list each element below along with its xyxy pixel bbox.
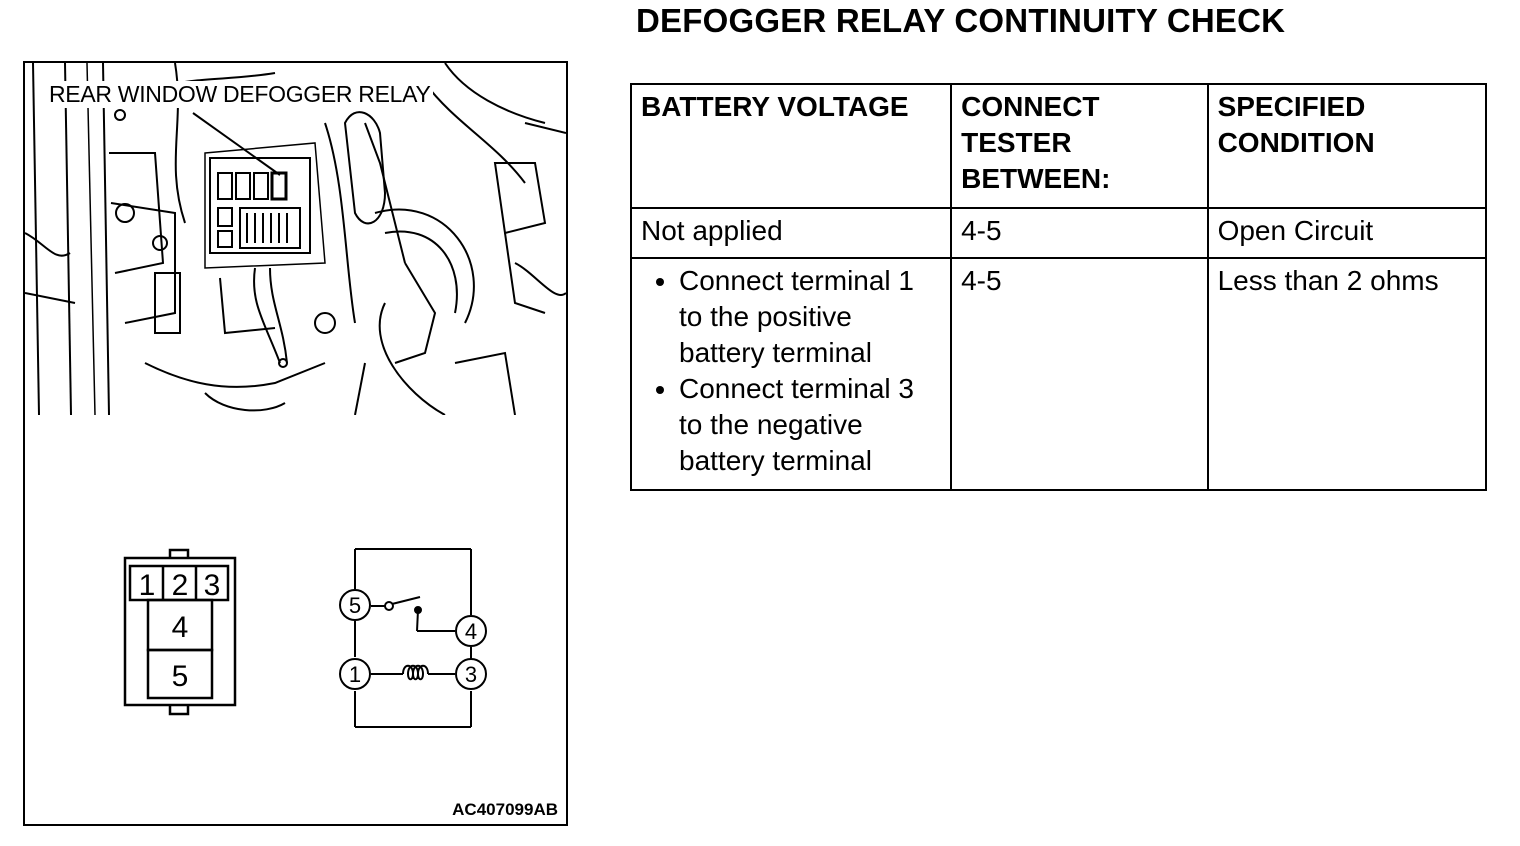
list-item: Connect terminal 1 to the positive batte… [679, 263, 942, 371]
header-battery-voltage: BATTERY VOLTAGE [629, 83, 953, 209]
page-title: DEFOGGER RELAY CONTINUITY CHECK [636, 2, 1286, 39]
cell-condition: Less than 2 ohms [1206, 257, 1488, 491]
connector-terminal-2: 2 [172, 569, 189, 602]
table-header-row: BATTERY VOLTAGE CONNECT TESTER BETWEEN: … [629, 83, 1488, 209]
relay-circuit-diagram: 5 4 1 3 [339, 548, 487, 728]
battery-steps-list: Connect terminal 1 to the positive batte… [641, 263, 942, 479]
relay-callout-label: REAR WINDOW DEFOGGER RELAY [47, 81, 433, 108]
connector-terminal-4: 4 [172, 611, 189, 644]
connector-terminal-5: 5 [172, 660, 189, 693]
circuit-terminal-1: 1 [349, 662, 361, 687]
connector-terminal-1: 1 [139, 569, 156, 602]
header-connect-tester: CONNECT TESTER BETWEEN: [950, 83, 1209, 209]
figure-code: AC407099AB [452, 800, 558, 819]
relay-figure: REAR WINDOW DEFOGGER RELAY 1 2 3 4 5 [23, 61, 568, 826]
connector-terminal-3: 3 [204, 569, 221, 602]
circuit-terminal-3: 3 [465, 662, 477, 687]
cell-connect-between: 4-5 [950, 207, 1209, 259]
cell-condition: Open Circuit [1206, 207, 1488, 259]
header-specified-condition: SPECIFIED CONDITION [1206, 83, 1488, 209]
list-item: Connect terminal 3 to the negative batte… [679, 371, 942, 479]
cell-connect-between: 4-5 [950, 257, 1209, 491]
circuit-terminal-4: 4 [465, 619, 477, 644]
circuit-terminal-5: 5 [349, 593, 361, 618]
table-row: Connect terminal 1 to the positive batte… [629, 257, 1488, 491]
cell-battery-voltage: Not applied [629, 207, 953, 259]
relay-location-illustration: REAR WINDOW DEFOGGER RELAY [25, 63, 566, 415]
table-row: Not applied 4-5 Open Circuit [629, 207, 1488, 259]
continuity-check-table: BATTERY VOLTAGE CONNECT TESTER BETWEEN: … [629, 83, 1488, 491]
relay-connector-diagram: 1 2 3 4 5 [123, 548, 237, 716]
cell-battery-voltage: Connect terminal 1 to the positive batte… [629, 257, 953, 491]
